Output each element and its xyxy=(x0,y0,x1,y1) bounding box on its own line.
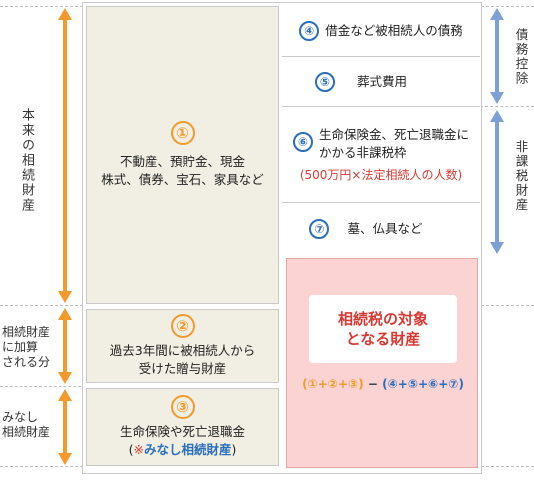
number-4-icon: ④ xyxy=(299,21,320,41)
box2-line2: 受けた贈与財産 xyxy=(138,361,227,376)
number-7-icon: ⑦ xyxy=(309,218,330,239)
number-2-icon: ② xyxy=(170,314,195,338)
box-insurance-exemption: ⑥ 生命保険金、死亡退職金に かかる非課税枠 (500万円×法定相続人の人数) xyxy=(282,106,480,202)
box-gift-assets: ② 過去3年間に被相続人から 受けた贈与財産 xyxy=(86,309,279,383)
taxable-title-line1: 相続税の対象 xyxy=(337,310,428,328)
arrow-debt-deduction xyxy=(490,8,504,104)
box3-note: (※みなし相続財産) xyxy=(128,442,237,457)
box5-text: 葬式費用 xyxy=(356,73,407,89)
number-5-icon: ⑤ xyxy=(314,71,335,92)
label-deemed-estate: みなし 相続財産 xyxy=(2,410,51,439)
box-debts: ④ 借金など被相続人の債務 xyxy=(282,6,480,56)
box2-line1: 過去3年間に被相続人から xyxy=(109,343,256,358)
label-nontaxable: 非課税財産 xyxy=(513,140,529,213)
label-added-estate: 相続財産 に加算 される分 xyxy=(2,325,51,369)
box-funeral: ⑤ 葬式費用 xyxy=(282,56,480,106)
guide-line-debt xyxy=(480,106,534,107)
taxable-title-card: 相続税の対象 となる財産 xyxy=(309,295,457,363)
box-original-assets: ① 不動産、預貯金、現金 株式、債券、宝石、家具など xyxy=(86,6,279,304)
box6-note: (500万円×法定相続人の人数) xyxy=(299,167,463,182)
arrow-original-estate xyxy=(58,8,72,303)
number-1-icon: ① xyxy=(170,121,195,145)
box-graves: ⑦ 墓、仏具など xyxy=(282,202,480,254)
number-6-icon: ⑥ xyxy=(292,131,313,152)
arrow-nontaxable xyxy=(490,110,504,254)
arrow-added-estate xyxy=(58,308,72,384)
box1-line2: 株式、債券、宝石、家具など xyxy=(101,172,264,187)
taxable-formula: (①+②+③) − (④+⑤+⑥+⑦) xyxy=(302,377,464,391)
box6-line1: 生命保険金、死亡退職金に xyxy=(318,126,469,142)
box-deemed-assets: ③ 生命保険や死亡退職金 (※みなし相続財産) xyxy=(86,388,279,466)
box3-line1: 生命保険や死亡退職金 xyxy=(119,424,245,439)
label-original-estate: 本来の相続財産 xyxy=(19,108,34,213)
box-taxable-target: 相続税の対象 となる財産 (①+②+③) − (④+⑤+⑥+⑦) xyxy=(286,258,478,468)
box7-text: 墓、仏具など xyxy=(347,220,423,236)
box4-text: 借金など被相続人の債務 xyxy=(325,23,463,38)
taxable-title-line2: となる財産 xyxy=(345,330,421,348)
arrow-deemed-estate xyxy=(58,389,72,465)
box1-line1: 不動産、預貯金、現金 xyxy=(119,154,245,169)
guide-line-added xyxy=(0,386,86,387)
number-3-icon: ③ xyxy=(170,395,195,419)
box6-line2: かかる非課税枠 xyxy=(318,144,407,160)
label-debt-deduction: 債務控除 xyxy=(513,28,529,86)
